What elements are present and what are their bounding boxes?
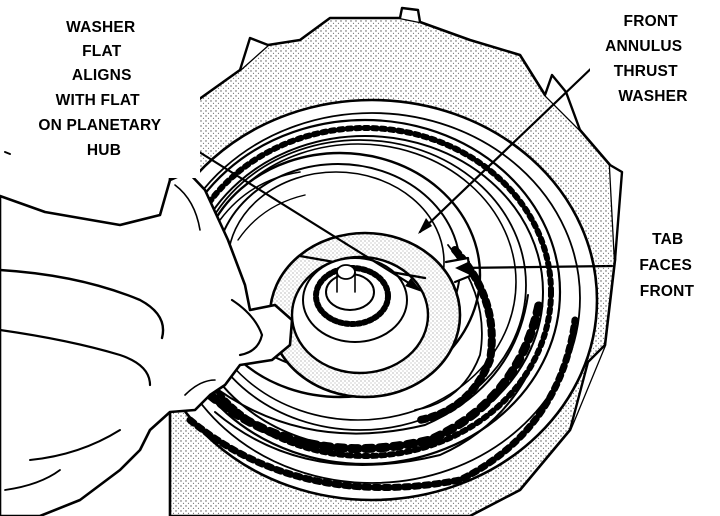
svg-text:TAB FACES FRONT: TAB FACES FRONT <box>639 231 696 300</box>
leader-washer-flat <box>178 138 422 292</box>
callout-front-annulus-line-1: FRONT <box>624 13 679 30</box>
svg-text:WASHER FLAT ALIGNS: WASHER FLAT ALIGNS WITH FLAT ON PLANETAR… <box>38 19 165 159</box>
arrowheads <box>405 218 470 292</box>
arrowhead-washer-flat <box>405 278 422 292</box>
callout-front-annulus-line-4: WASHER <box>618 88 687 105</box>
callout-washer-flat-line-5: ON PLANETARY <box>38 117 161 134</box>
leader-lines <box>4 58 614 292</box>
svg-text:FRONT ANNULUS THRU: FRONT ANNULUS THRUST WASHER <box>605 13 687 105</box>
callout-front-annulus-line-2: ANNULUS <box>605 38 682 55</box>
callout-washer-flat-line-3: ALIGNS <box>72 67 132 84</box>
callout-front-annulus-line-3: THRUST <box>614 63 678 80</box>
callout-washer-flat-line-1: WASHER <box>66 19 135 36</box>
callout-tab-faces-line-1: TAB <box>652 231 683 248</box>
callout-washer-flat-line-2: FLAT <box>82 43 122 60</box>
arrowhead-tab-faces <box>455 261 470 275</box>
callout-tab-faces-line-2: FACES <box>639 257 692 274</box>
callout-tab-faces-line-3: FRONT <box>640 283 695 300</box>
planetary-hub <box>302 257 408 343</box>
leader-tab-faces <box>456 264 614 270</box>
callout-washer-flat-line-4: WITH FLAT <box>56 92 140 109</box>
callout-front-annulus: FRONT ANNULUS THRUST WASHER <box>590 5 710 123</box>
leader-front-annulus <box>418 58 602 234</box>
arrowhead-front-annulus <box>418 218 432 234</box>
lower-gear-ring <box>186 294 579 491</box>
callout-washer-flat: WASHER FLAT ALIGNS WITH FLAT ON PLANETAR… <box>20 10 200 178</box>
callout-washer-flat-line-6: HUB <box>87 142 121 159</box>
callout-tab-faces: TAB FACES FRONT <box>622 222 712 310</box>
hand <box>0 170 294 516</box>
